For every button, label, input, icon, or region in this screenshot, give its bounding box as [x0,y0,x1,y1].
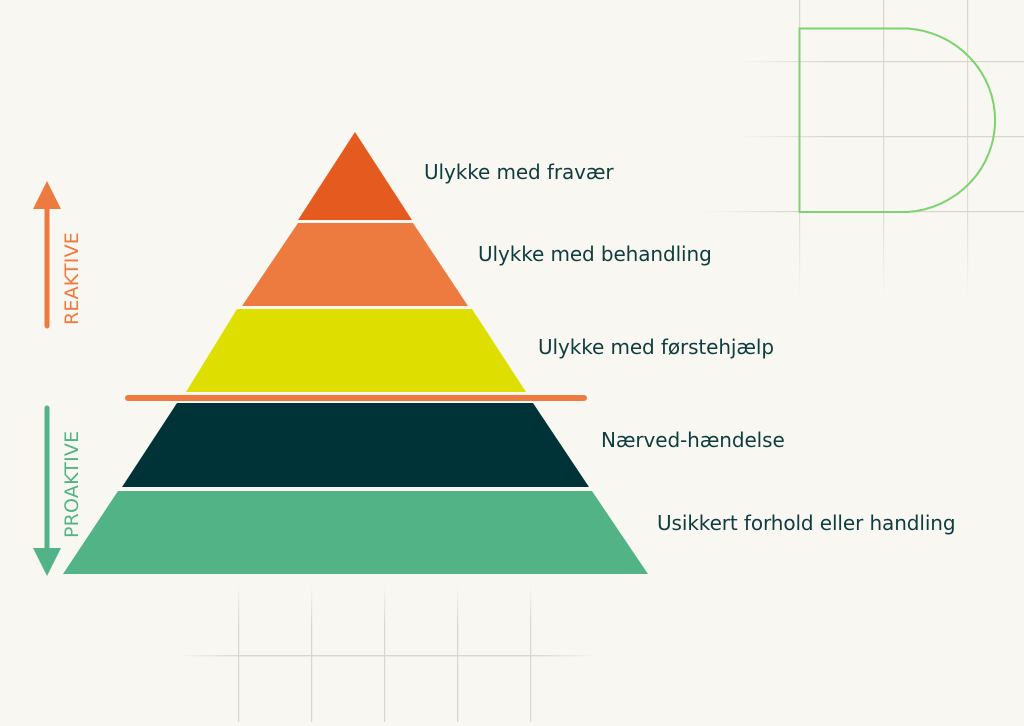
pyramid-layer-2 [242,223,468,306]
reaktive-label: REAKTIVE [61,231,83,325]
arrow-down-icon [33,405,61,576]
layer-label-5: Usikkert forhold eller handling [657,511,956,535]
layer-label-4: Nærved-hændelse [601,428,785,452]
arrow-up-icon [33,181,61,329]
grid-decoration-bottom [180,585,595,722]
pyramid-layer-4 [122,403,589,487]
pyramid-layer-5 [63,491,648,574]
pyramid-layer-1 [298,132,412,220]
proaktive-label: PROAKTIVE [61,430,83,538]
layer-label-2: Ulykke med behandling [478,242,712,266]
layer-label-3: Ulykke med førstehjælp [538,335,774,359]
d-outline-shape [798,27,996,213]
pyramid-layer-3 [186,309,526,392]
layer-label-1: Ulykke med fravær [424,160,614,184]
grid-decoration-top [700,0,1024,300]
